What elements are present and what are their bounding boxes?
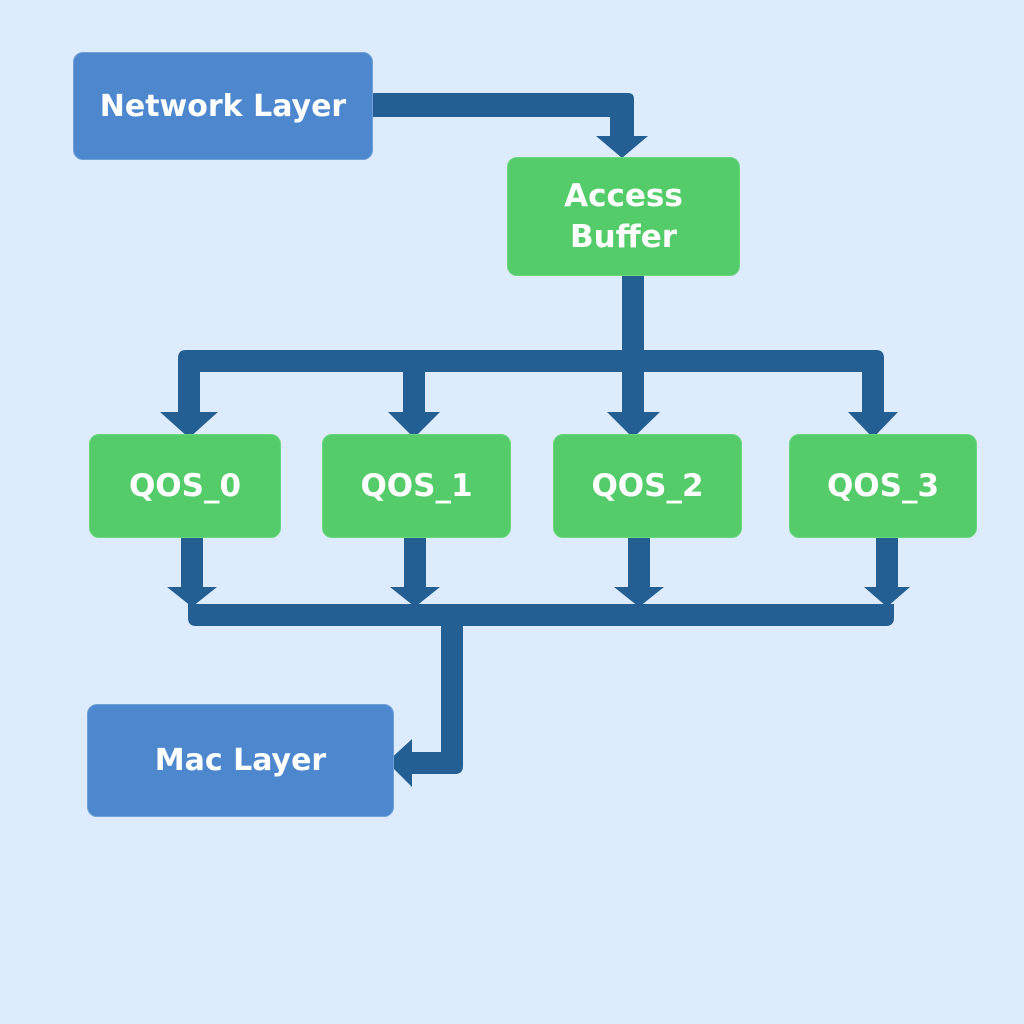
edge-collection-bar <box>188 604 894 626</box>
network-layer-label: Network Layer <box>99 88 347 124</box>
edge-qos3-to-bar <box>864 538 910 607</box>
edge-buffer-trunk <box>622 276 644 356</box>
edge-network-to-buffer <box>372 93 648 158</box>
qos-3-node[interactable]: QOS_3 <box>789 434 977 538</box>
edge-bar-to-mac <box>387 626 463 787</box>
qos-3-label: QOS_3 <box>826 467 940 504</box>
access-buffer-label-line1: Access <box>564 178 683 215</box>
qos-1-label: QOS_1 <box>360 467 473 504</box>
edge-buffer-to-qos0 <box>160 372 218 438</box>
edge-qos2-to-bar <box>614 538 664 607</box>
edge-buffer-to-qos1 <box>388 372 440 438</box>
mac-layer-label: Mac Layer <box>154 743 327 778</box>
qos-2-node[interactable]: QOS_2 <box>553 434 742 538</box>
access-buffer-node[interactable]: Access Buffer <box>507 157 740 276</box>
qos-2-label: QOS_2 <box>591 467 704 504</box>
edge-buffer-to-qos2 <box>607 372 660 438</box>
qos-1-node[interactable]: QOS_1 <box>322 434 511 538</box>
access-buffer-label-line2: Buffer <box>569 218 678 255</box>
edge-qos1-to-bar <box>390 538 440 607</box>
edge-qos0-to-bar <box>167 538 217 607</box>
mac-layer-node[interactable]: Mac Layer <box>87 704 394 817</box>
qos-0-label: QOS_0 <box>128 467 242 504</box>
edge-distribution-bar <box>178 350 884 372</box>
qos-0-node[interactable]: QOS_0 <box>89 434 281 538</box>
edge-buffer-to-qos3 <box>848 372 898 438</box>
network-layer-node[interactable]: Network Layer <box>73 52 373 160</box>
